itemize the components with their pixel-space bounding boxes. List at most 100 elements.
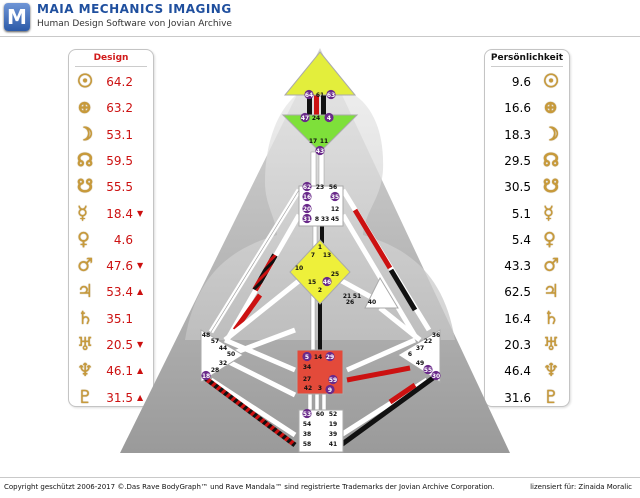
activated-gate-marker [302,203,312,214]
personality-row: ⊕16.6 [485,96,569,120]
pluto-icon: ♇ [543,386,560,408]
pluto-icon: ♇ [77,386,94,408]
personality-row: ☋ 30.5 [485,175,569,199]
design-gate-value: 20.5 [106,338,133,352]
design-row: ♂47.6▼ [69,254,153,278]
mercury-icon: ☿ [77,202,89,224]
south-node-icon: ☋ [543,176,559,198]
personality-row: ☿ 5.1 [485,202,569,226]
footer-bar: Copyright geschützt 2006-2017 ©.Das Rave… [0,477,640,498]
personality-row: ♆ 46.4 [485,359,569,383]
activated-gate-marker [324,112,334,123]
saturn-icon: ♄ [77,307,94,329]
activated-gate-marker [322,276,332,287]
activated-gate-marker [431,370,441,381]
personality-gate-value: 62.5 [504,285,531,300]
saturn-icon: ♄ [543,307,560,329]
gate-number: 8 [315,216,319,223]
gate-number: 26 [346,299,354,306]
personality-row: ☊29.5 [485,149,569,173]
exalted-arrow-icon: ▲ [137,392,144,402]
gate-number: 41 [329,441,337,448]
design-gate-value: 4.6 [113,232,133,247]
sun-icon: ☉ [543,71,560,92]
design-panel-title: Design [93,53,129,63]
activated-gate-marker [302,213,312,224]
gate-number: 47 [301,115,309,122]
design-gate-value: 18.4 [106,206,133,221]
gate-number: 43 [316,148,324,155]
activated-gate-marker [325,351,335,362]
design-gate-value: 47.6 [106,259,133,274]
gate-number: 42 [304,385,312,392]
personality-gate-value: 30.5 [504,180,531,195]
activated-gate-marker [325,384,335,395]
gate-number: 20 [303,206,311,213]
gate-number: 28 [211,367,219,374]
activated-gate-marker [328,374,338,385]
design-row: ☽53.1 [69,123,153,147]
activated-gate-marker [302,351,312,362]
gate-number: 29 [326,354,334,361]
gate-number: 16 [303,194,311,201]
south-node-icon: ☋ [77,176,93,198]
design-row: ♅20.5▼ [69,333,153,357]
design-gate-value: 55.5 [106,180,133,195]
brand-subtitle: Human Design Software von Jovian Archive [37,19,232,29]
neptune-icon: ♆ [543,360,560,382]
gate-number: 15 [308,279,316,286]
personality-gate-value: 43.3 [504,259,531,274]
gate-number: 44 [219,345,227,352]
jupiter-icon: ♃ [77,281,94,303]
north-node-icon: ☊ [77,149,93,171]
design-row: ♄35.1 [69,307,153,331]
mars-icon: ♂ [543,255,560,277]
design-row: ♀4.6 [69,228,153,252]
app-header: M MAIA MECHANICS IMAGING Human Design So… [0,0,640,36]
gate-number: 63 [327,92,335,99]
gate-number: 40 [368,299,376,306]
design-row: ☊59.5 [69,149,153,173]
mercury-icon: ☿ [543,202,555,224]
gate-number: 56 [329,184,337,191]
gate-number: 51 [353,293,361,300]
gate-number: 58 [303,441,311,448]
activated-gate-marker [304,89,314,100]
design-row: ☉64.2 [69,70,153,94]
gate-number: 24 [312,115,320,122]
gate-number: 59 [329,377,337,384]
gate-number: 37 [416,345,424,352]
gate-number: 34 [303,364,311,371]
design-row: ⊕ 63.2 [69,96,153,120]
gate-number: 2 [318,287,322,294]
earth-icon: ⊕ [77,97,93,119]
activated-gate-marker [300,112,310,123]
activated-gate-marker [326,89,336,100]
gate-number: 33 [321,216,329,223]
personality-panel: Persönlichkeit ☉9.6⊕16.6☽18.3☊29.5☋30.5☿… [484,49,570,408]
design-gate-value: 53.1 [106,127,133,142]
personality-gate-value: 5.1 [511,206,531,221]
gate-number: 7 [311,252,315,259]
personality-row: ♂ 43.3 [485,254,569,278]
header-divider [0,36,640,37]
moon-icon: ☽ [543,123,560,145]
gate-number: 55 [424,367,432,374]
gate-number: 35 [331,194,339,201]
design-gate-value: 63.2 [106,101,133,116]
personality-gate-value: 16.4 [504,311,531,326]
personality-gate-value: 46.4 [504,364,531,379]
gate-number: 49 [416,360,424,367]
personality-gate-value: 31.6 [504,390,531,405]
panel-divider [491,66,563,67]
gate-number: 9 [328,387,332,394]
gate-number: 14 [314,354,322,361]
personality-row: ♄ 16.4 [485,307,569,331]
activated-gate-marker [302,408,312,419]
gate-number: 53 [303,411,311,418]
gate-number: 32 [219,360,227,367]
gate-number: 62 [303,184,311,191]
panel-divider [75,66,147,67]
